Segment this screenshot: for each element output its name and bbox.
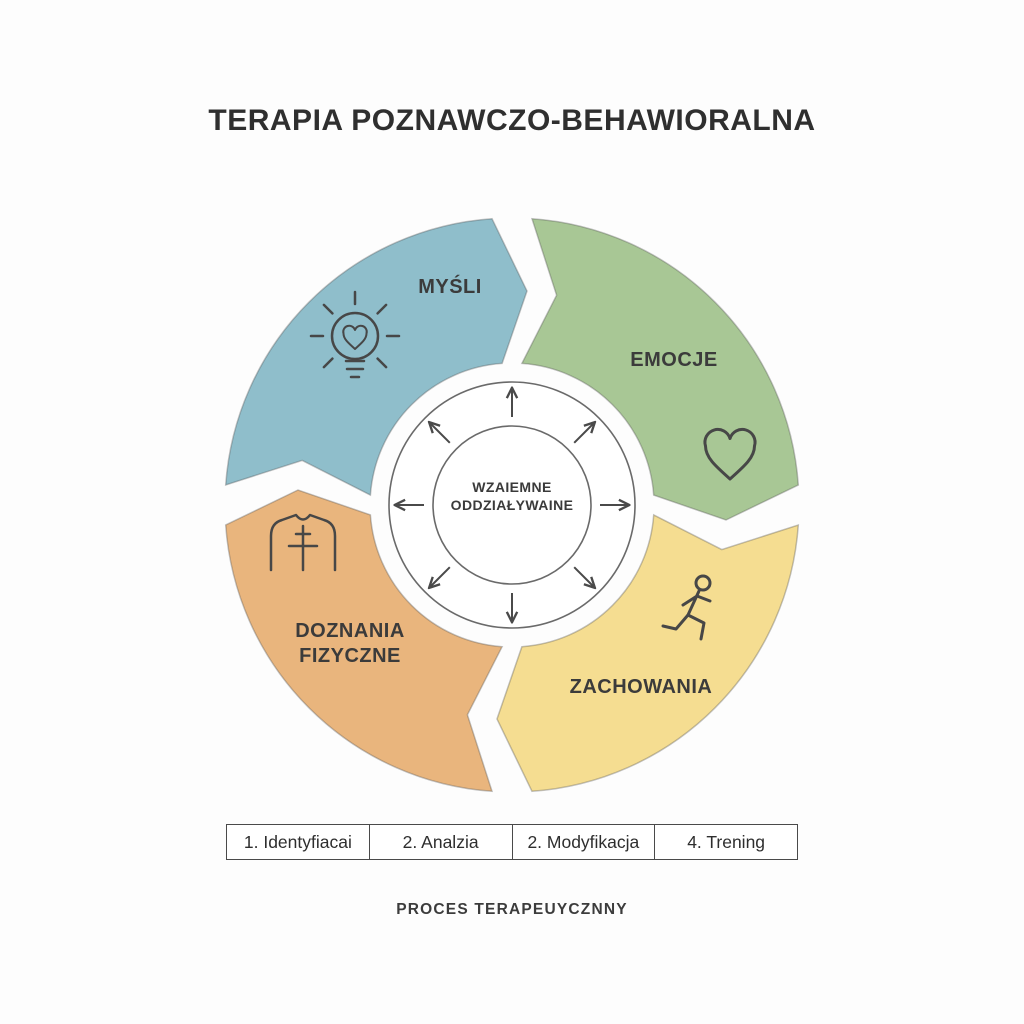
segment-emocje: [520, 217, 800, 521]
segment-mysli: [224, 217, 528, 497]
torso-icon: [269, 513, 337, 572]
process-steps-table: 1. Identyfiacai 2. Analzia 2. Modyfikacj…: [226, 824, 798, 860]
running-person-icon: [661, 574, 712, 641]
segment-label-emocje: EMOCJE: [630, 349, 718, 371]
segment-label-doznania: DOZNANIA FIZYCZNE: [295, 620, 405, 667]
footer-label: PROCES TERAPEUYCZNNY: [396, 901, 628, 918]
segment-doznania: [224, 489, 504, 793]
segment-label-zachowania: ZACHOWANIA: [569, 676, 713, 698]
segment-zachowania: [496, 513, 800, 793]
process-step-1: 1. Identyfiacai: [243, 831, 352, 852]
radiating-arrows: [396, 389, 628, 621]
center-inner-circle: [432, 425, 592, 585]
page-title: TERAPIA POZNAWCZO-BEHAWIORALNA: [208, 104, 816, 137]
lightbulb-icon: [309, 290, 401, 379]
heart-icon: [703, 427, 757, 481]
process-step-3: 2. Modyfikacja: [511, 825, 655, 859]
center-label: WZAIEMNE ODDZIAŁYWAINE: [450, 479, 574, 514]
process-step-2: 2. Analzia: [368, 825, 512, 859]
process-step-4: 4. Trening: [654, 825, 797, 859]
segment-label-mysli: MYŚLI: [418, 276, 482, 298]
